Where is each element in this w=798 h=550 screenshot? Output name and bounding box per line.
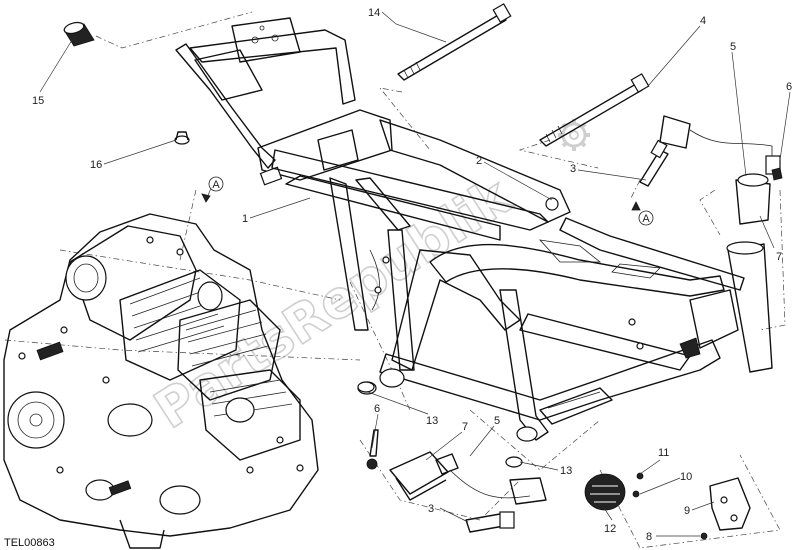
callout-14: 14 xyxy=(368,7,380,19)
callout-3-lower: 3 xyxy=(428,503,434,515)
view-marker-a-upper: A xyxy=(201,176,224,203)
callout-5-lower: 5 xyxy=(494,415,500,427)
callout-6-lower: 6 xyxy=(374,403,380,415)
callout-15: 15 xyxy=(32,95,44,107)
callout-8: 8 xyxy=(646,531,652,543)
view-marker-a-right: A xyxy=(631,201,654,226)
svg-text:A: A xyxy=(212,179,220,191)
callout-4: 4 xyxy=(700,15,706,27)
main-frame-assembly xyxy=(175,17,773,442)
loose-parts xyxy=(63,3,783,540)
callout-6-right: 6 xyxy=(786,81,792,93)
callout-13-lower: 13 xyxy=(560,465,572,477)
callout-12: 12 xyxy=(604,523,616,535)
callout-2: 2 xyxy=(476,155,482,167)
callout-7-lower: 7 xyxy=(462,421,468,433)
callout-9: 9 xyxy=(684,505,690,517)
callout-13-upper: 13 xyxy=(426,415,438,427)
callout-7-right: 7 xyxy=(776,251,782,263)
callout-10: 10 xyxy=(680,471,692,483)
callout-11: 11 xyxy=(658,447,669,459)
callout-1: 1 xyxy=(242,213,248,225)
callout-16: 16 xyxy=(90,159,102,171)
callout-5-right: 5 xyxy=(730,41,736,53)
engine-assembly xyxy=(3,213,319,549)
callout-3-right: 3 xyxy=(570,163,576,175)
diagram-code: TEL00863 xyxy=(4,537,55,549)
svg-text:A: A xyxy=(642,213,650,225)
callout-labels: 1 2 3 3 4 5 5 6 6 7 7 8 9 10 11 12 13 13… xyxy=(32,7,792,543)
callout-leaders xyxy=(39,11,791,537)
